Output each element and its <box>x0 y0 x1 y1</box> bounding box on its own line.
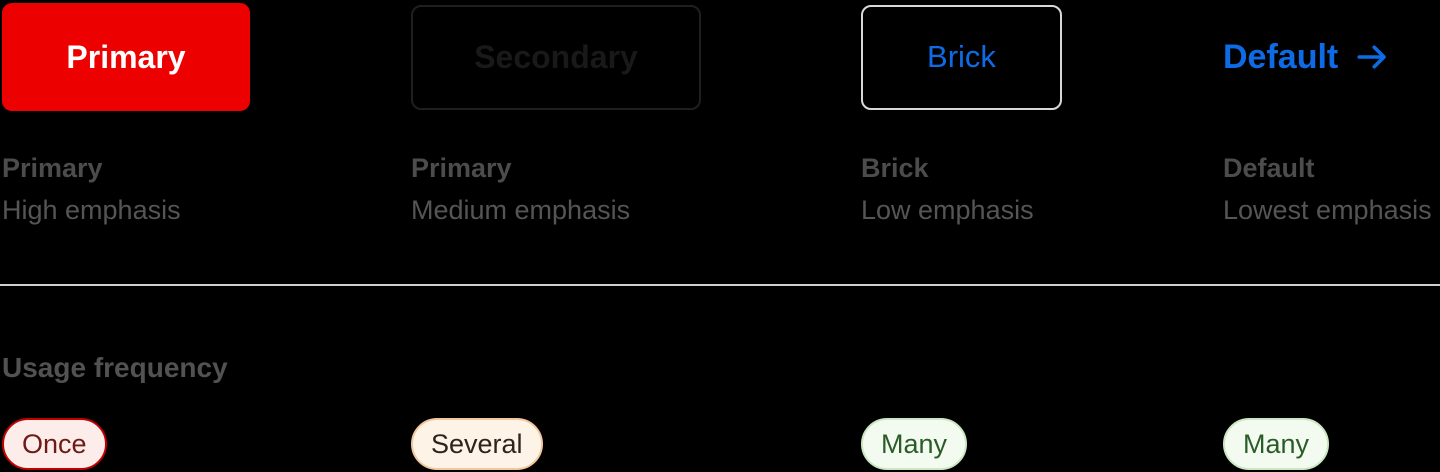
usage-frequency-heading: Usage frequency <box>2 352 228 383</box>
button-row: Primary <box>2 2 250 112</box>
variant-title: Default <box>1223 153 1315 183</box>
usage-tag-many: Many <box>1223 418 1330 470</box>
variant-meta: Default Lowest emphasis <box>1223 147 1432 231</box>
usage-tag-once: Once <box>2 418 107 470</box>
button-row: Secondary <box>411 2 701 112</box>
variant-meta: Primary Medium emphasis <box>411 147 630 231</box>
variant-subtitle: Lowest emphasis <box>1223 195 1432 225</box>
variant-meta: Brick Low emphasis <box>861 147 1034 231</box>
variant-subtitle: Medium emphasis <box>411 195 631 225</box>
button-row: Default <box>1223 2 1390 112</box>
usage-tag-several: Several <box>411 418 543 470</box>
default-link-button[interactable]: Default <box>1223 38 1390 77</box>
brick-button[interactable]: Brick <box>861 4 1062 110</box>
usage-tag-row: Once <box>2 418 107 470</box>
primary-button[interactable]: Primary <box>2 3 250 111</box>
section-divider <box>0 284 1440 286</box>
variant-title: Brick <box>861 153 929 183</box>
variant-meta: Primary High emphasis <box>2 147 181 231</box>
usage-tag-row: Several <box>411 418 543 470</box>
variant-title: Primary <box>2 153 103 183</box>
column-default: Default Default Lowest emphasis Many <box>1223 0 1440 472</box>
usage-tag-many: Many <box>861 418 968 470</box>
usage-tag-row: Many <box>861 418 968 470</box>
arrow-right-icon <box>1354 39 1390 75</box>
column-secondary: Secondary Primary Medium emphasis Severa… <box>411 0 811 472</box>
column-primary: Primary Primary High emphasis Once <box>2 0 397 472</box>
column-brick: Brick Brick Low emphasis Many <box>861 0 1211 472</box>
secondary-button[interactable]: Secondary <box>411 4 701 110</box>
variant-subtitle: Low emphasis <box>861 195 1034 225</box>
default-link-label: Default <box>1223 37 1339 76</box>
usage-tag-row: Many <box>1223 418 1330 470</box>
variant-title: Primary <box>411 153 512 183</box>
variant-subtitle: High emphasis <box>2 195 181 225</box>
button-row: Brick <box>861 2 1062 112</box>
